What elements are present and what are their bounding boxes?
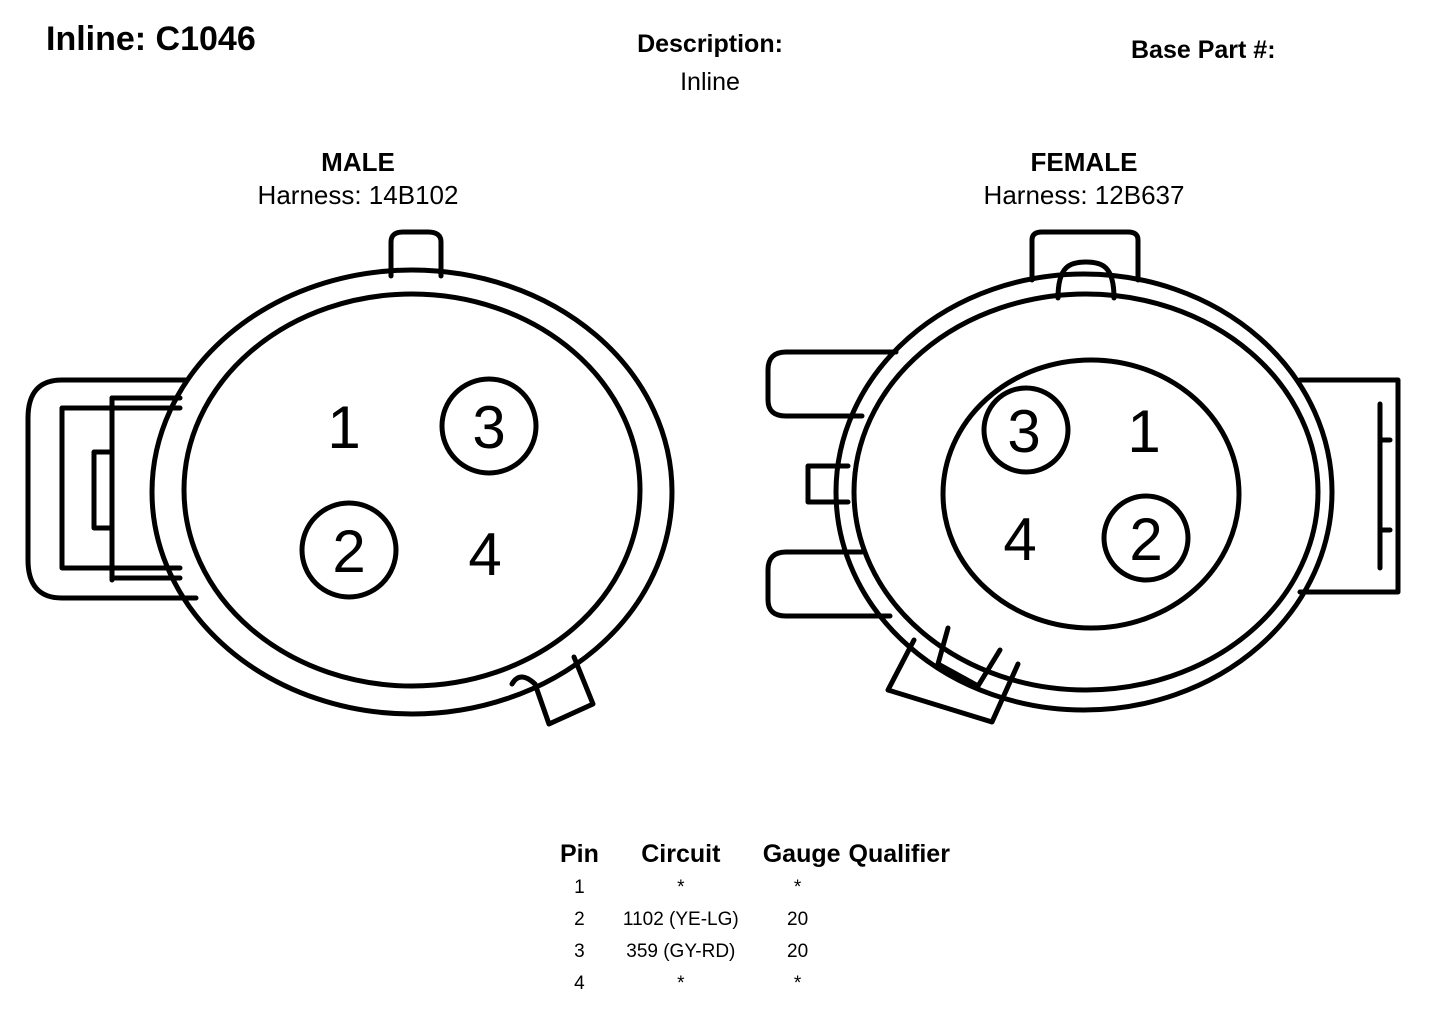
pin-table: Pin Circuit Gauge Qualifier 1 * * 2 1102… <box>548 836 962 1000</box>
gauge-cell: * <box>793 877 802 898</box>
female-pin-1-label: 1 <box>1127 398 1160 465</box>
female-pin-2-ring <box>1101 493 1191 583</box>
male-top-key <box>388 229 444 279</box>
male-gender-label: MALE <box>321 147 395 177</box>
female-shell-ring <box>851 291 1321 693</box>
circuit-cell: * <box>677 877 685 898</box>
circuit-cell: * <box>677 973 685 994</box>
female-left-tab-top <box>765 349 899 419</box>
female-bottom-latch-inner <box>935 625 1003 689</box>
female-pin-4-label: 4 <box>1003 506 1036 573</box>
female-gender-label: FEMALE <box>1030 147 1138 177</box>
male-lock-bracket-inner <box>59 405 183 571</box>
description-label: Description: <box>637 30 783 58</box>
male-inner-face <box>181 291 643 689</box>
male-harness-label: Harness: 14B102 <box>257 180 459 210</box>
pin-cell: 3 <box>574 941 585 962</box>
male-outer-shell <box>149 267 675 717</box>
qualifier-cell <box>845 904 962 936</box>
female-top-key <box>1029 229 1141 283</box>
male-pin-2-label: 2 <box>332 518 365 585</box>
male-pin-3-label: 3 <box>472 394 505 461</box>
female-harness-label: Harness: 12B637 <box>983 180 1185 210</box>
female-connector-heading: FEMALE Harness: 12B637 <box>884 147 1284 211</box>
base-part-label: Base Part #: <box>1131 36 1276 64</box>
circuit-column-header: Circuit <box>641 839 721 868</box>
female-connector <box>765 229 1401 725</box>
female-pin-labels: 3 1 4 2 <box>1003 398 1162 573</box>
gauge-cell: * <box>793 973 802 994</box>
qualifier-column-header: Qualifier <box>848 839 950 868</box>
table-row: 1 * * <box>548 872 962 904</box>
female-right-boss <box>1297 377 1401 595</box>
male-pin-3-ring <box>439 376 539 476</box>
qualifier-cell <box>845 968 962 1000</box>
female-inner-face <box>940 357 1242 631</box>
male-bottom-latch <box>509 654 596 727</box>
qualifier-cell <box>845 936 962 968</box>
gauge-column-header: Gauge <box>762 839 841 868</box>
female-bottom-latch <box>885 637 1021 725</box>
pin-cell: 2 <box>574 909 585 930</box>
page-title: Inline: C1046 <box>46 20 256 58</box>
female-outer-shell <box>833 271 1335 713</box>
female-pin-rings <box>981 385 1191 583</box>
circuit-cell: 359 (GY-RD) <box>626 941 736 962</box>
pin-table-header-row: Pin Circuit Gauge Qualifier <box>548 836 962 872</box>
table-row: 3 359 (GY-RD) 20 <box>548 936 962 968</box>
pin-cell: 1 <box>574 877 585 898</box>
gauge-cell: 20 <box>787 909 809 930</box>
pin-column-header: Pin <box>560 839 599 868</box>
description-value: Inline <box>680 68 740 96</box>
male-pin-4-label: 4 <box>468 521 501 588</box>
female-pin-2-label: 2 <box>1129 506 1162 573</box>
gauge-cell: 20 <box>787 941 809 962</box>
male-lock-bracket-outer <box>25 377 199 601</box>
male-pin-1-label: 1 <box>327 394 360 461</box>
female-pin-3-label: 3 <box>1007 398 1040 465</box>
female-left-tab-bottom <box>765 549 893 619</box>
male-pin-labels: 1 3 2 4 <box>327 394 505 588</box>
pin-cell: 4 <box>574 973 585 994</box>
circuit-cell: 1102 (YE-LG) <box>622 909 739 930</box>
male-connector-heading: MALE Harness: 14B102 <box>158 147 558 211</box>
male-pin-2-ring <box>299 500 399 600</box>
qualifier-cell <box>845 872 962 904</box>
table-row: 2 1102 (YE-LG) 20 <box>548 904 962 936</box>
male-lock-tab <box>91 395 115 583</box>
female-top-key-slot <box>1055 259 1117 301</box>
male-connector <box>25 229 675 727</box>
table-row: 4 * * <box>548 968 962 1000</box>
female-pin-3-ring <box>981 385 1071 475</box>
female-left-tab-middle <box>805 463 851 505</box>
